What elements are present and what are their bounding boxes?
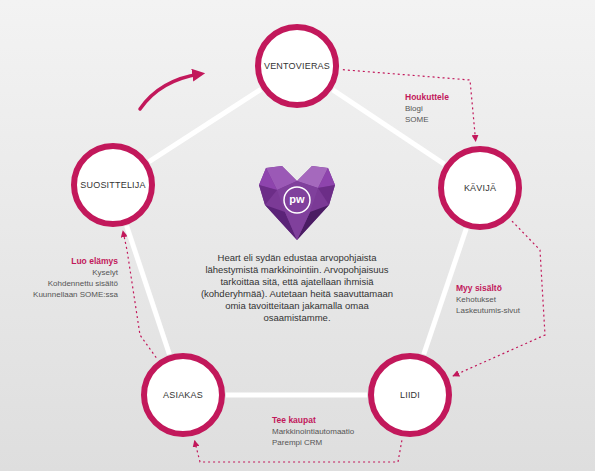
step-note: Myy sisältöKehotuksetLaskeutumis-sivut xyxy=(456,283,520,316)
description-text: Heart eli sydän edustaa arvopohjaista lä… xyxy=(192,252,402,324)
stage-label: LIIDI xyxy=(400,390,420,400)
circle-shape xyxy=(144,356,222,434)
step-heading: Myy sisältö xyxy=(456,283,520,294)
stage-circle: ASIAKAS xyxy=(140,352,226,438)
heart-facet xyxy=(259,185,277,205)
step-note: Tee kaupatMarkkinointiautomaatioParempi … xyxy=(272,415,354,448)
stage-label: VENTOVIERAS xyxy=(264,61,330,71)
step-item: Parempi CRM xyxy=(272,437,354,448)
step-item: Laskeutumis-sivut xyxy=(456,305,520,316)
stage-circle: SUOSITTELIJA xyxy=(70,142,156,228)
dotted-arrow xyxy=(343,70,476,141)
circle-shape xyxy=(258,27,336,105)
stage-label: ASIAKAS xyxy=(163,390,203,400)
logo-text: pw xyxy=(284,193,310,205)
stage-circle: VENTOVIERAS xyxy=(254,23,340,109)
step-item: Kohdennettu sisältö xyxy=(33,278,118,289)
step-item: Kehotukset xyxy=(456,294,520,305)
step-note: Luo elämysKyselytKohdennettu sisältöKuun… xyxy=(33,256,118,300)
step-item: Blogi xyxy=(405,103,449,114)
heart-logo xyxy=(259,166,335,240)
step-note: HoukutteleBlogiSOME xyxy=(405,92,449,125)
step-item: Kuunnellaan SOME:ssa xyxy=(33,289,118,300)
heart-facet xyxy=(318,185,335,205)
heart-facet xyxy=(277,181,318,240)
dotted-arrow xyxy=(123,231,156,358)
stage-circle: LIIDI xyxy=(367,352,453,438)
pentagon-line xyxy=(127,226,170,354)
stage-label: KÄVIJÄ xyxy=(464,183,496,193)
circle-shape xyxy=(371,356,449,434)
dotted-arrow xyxy=(453,221,545,376)
heart-facet xyxy=(318,168,335,188)
step-heading: Luo elämys xyxy=(33,256,118,267)
circle-shape xyxy=(441,149,519,227)
stage-circle: KÄVIJÄ xyxy=(437,145,523,231)
step-item: Markkinointiautomaatio xyxy=(272,426,354,437)
pentagon-line xyxy=(226,393,367,398)
logo-ring xyxy=(284,187,310,213)
step-heading: Tee kaupat xyxy=(272,415,354,426)
pentagon-line xyxy=(149,89,261,161)
step-item: SOME xyxy=(405,114,449,125)
step-heading: Houkuttele xyxy=(405,92,449,103)
step-item: Kyselyt xyxy=(33,267,118,278)
circle-shape xyxy=(74,146,152,224)
heart-shape xyxy=(259,166,335,240)
cycle-arrow xyxy=(140,74,200,109)
stage-label: SUOSITTELIJA xyxy=(80,180,145,190)
